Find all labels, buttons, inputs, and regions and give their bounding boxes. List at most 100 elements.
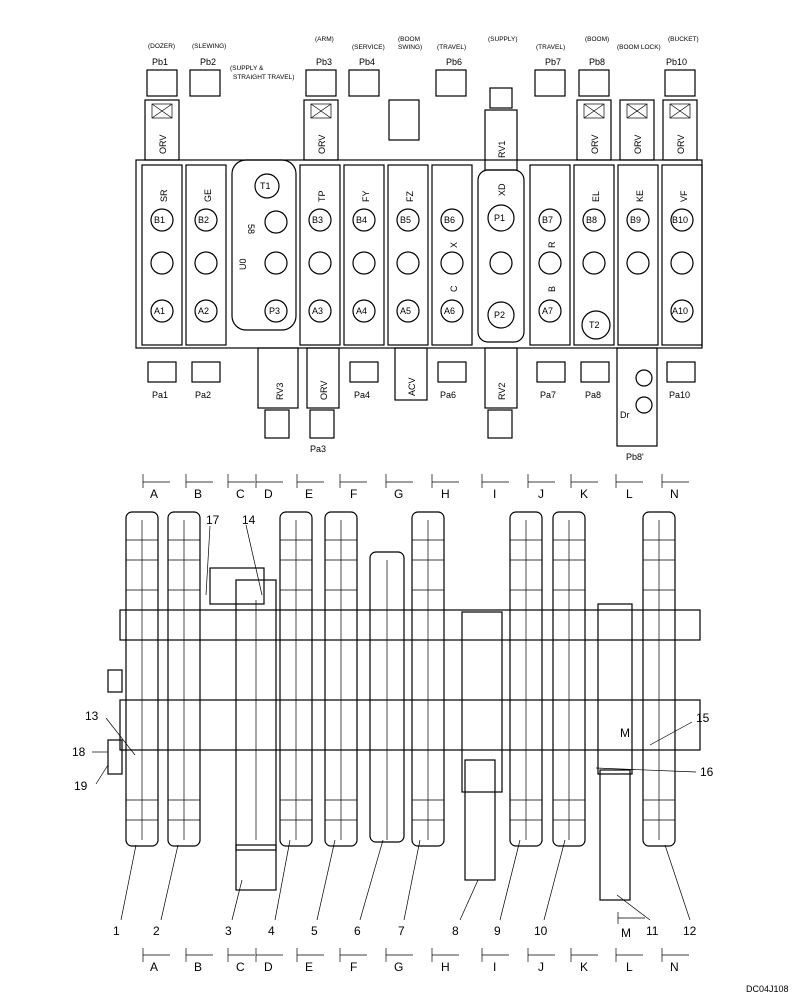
port-pb8: Pb8	[589, 57, 605, 67]
port-pb2: Pb2	[200, 57, 216, 67]
rv2-label: RV2	[497, 383, 507, 400]
section-j-bottom: J	[538, 960, 544, 974]
section-l-bottom: L	[626, 960, 633, 974]
section-c-bottom: C	[236, 960, 245, 974]
port-b10: B10	[672, 215, 688, 225]
orv-valves	[144, 99, 698, 171]
callout-1: 1	[113, 924, 120, 938]
section-e-top: E	[305, 487, 313, 501]
callout-3: 3	[225, 924, 232, 938]
diagram-code: DC04J108	[746, 984, 789, 994]
port-b7: B7	[542, 215, 553, 225]
section-f-top: F	[350, 487, 357, 501]
port-p3: P3	[269, 306, 280, 316]
spool-letter-vf: VF	[679, 190, 689, 202]
section-d-top: D	[264, 487, 273, 501]
section-i-top: I	[493, 487, 496, 501]
callout-19: 19	[74, 779, 88, 793]
text-58: 58	[246, 224, 256, 234]
callout-m-bottom: M	[621, 926, 631, 940]
label-boom: (BOOM)	[585, 36, 609, 43]
front-view	[107, 511, 701, 901]
callout-7: 7	[398, 924, 405, 938]
port-b2: B2	[198, 215, 209, 225]
port-pb6: Pb6	[446, 57, 462, 67]
section-n-bottom: N	[670, 960, 679, 974]
acv-label: ACV	[407, 377, 417, 396]
port-t1: T1	[260, 181, 271, 191]
port-pa3: Pa3	[310, 444, 326, 454]
port-b1: B1	[154, 215, 165, 225]
b-ports	[150, 208, 694, 232]
callout-13: 13	[85, 709, 99, 723]
port-p1-circle	[487, 204, 515, 232]
label-slewing: (SLEWING)	[192, 43, 226, 50]
port-a3: A3	[312, 306, 323, 316]
valve-body	[135, 159, 703, 349]
section-h-bottom: H	[441, 960, 450, 974]
label-boom-swing-2: SWING)	[398, 44, 422, 51]
callout-18: 18	[72, 745, 86, 759]
spool-letter-ge: GE	[203, 189, 213, 202]
section-k-top: K	[580, 487, 588, 501]
port-pa10: Pa10	[669, 390, 690, 400]
label-boom-lock: (BOOM LOCK)	[617, 44, 661, 51]
spool-caps	[146, 69, 696, 141]
orv-label-1: ORV	[158, 135, 168, 154]
section-b-bottom: B	[194, 960, 202, 974]
top-view: (DOZER) (SLEWING) (SUPPLY & STRAIGHT TRA…	[135, 36, 703, 462]
section-e-bottom: E	[305, 960, 313, 974]
section-markers-top: A B C D E F G H I J K L N	[142, 474, 689, 501]
spool-letter-xd: XD	[497, 183, 507, 196]
port-pb7: Pb7	[545, 57, 561, 67]
port-b3: B3	[312, 215, 323, 225]
label-supply-straight-1: (SUPPLY &	[230, 65, 264, 72]
callout-16: 16	[700, 765, 714, 779]
port-p2-circle	[487, 301, 515, 329]
port-pb4: Pb4	[359, 57, 375, 67]
port-t2-circle	[581, 310, 611, 340]
port-b4: B4	[356, 215, 367, 225]
section-c-top: C	[236, 487, 245, 501]
section-d-bottom: D	[264, 960, 273, 974]
spool-letter-fy: FY	[361, 190, 371, 202]
section-g-top: G	[394, 487, 403, 501]
section-k-bottom: K	[580, 960, 588, 974]
port-t2: T2	[589, 320, 600, 330]
label-arm: (ARM)	[315, 36, 334, 43]
callout-14: 14	[242, 513, 256, 527]
spool-letter-sr: SR	[159, 189, 169, 202]
port-pa1: Pa1	[152, 390, 168, 400]
port-pa7: Pa7	[540, 390, 556, 400]
callout-m-mid: M	[620, 726, 630, 740]
label-boom-swing-1: (BOOM	[398, 36, 420, 43]
section-b-top: B	[194, 487, 202, 501]
callout-4: 4	[268, 924, 275, 938]
spool-letter-el: EL	[591, 191, 601, 202]
port-pb10: Pb10	[666, 57, 687, 67]
label-bucket: (BUCKET)	[668, 36, 699, 43]
text-dr: Dr	[620, 410, 630, 420]
port-a5: A5	[400, 306, 411, 316]
port-a1: A1	[154, 306, 165, 316]
spool-letter-fz: FZ	[405, 191, 415, 202]
callout-12: 12	[683, 924, 697, 938]
port-pb1: Pb1	[152, 57, 168, 67]
callout-8: 8	[452, 924, 459, 938]
port-pa2: Pa2	[195, 390, 211, 400]
text-r: R	[547, 241, 557, 248]
section-n-top: N	[670, 487, 679, 501]
port-t1-circle	[254, 173, 280, 199]
section-markers-bottom: A B C D E F G H I J K L N	[142, 948, 689, 974]
rv3-label: RV3	[275, 383, 285, 400]
port-pb3: Pb3	[316, 57, 332, 67]
section-a-top: A	[150, 487, 158, 501]
port-a7: A7	[542, 306, 553, 316]
section-g-bottom: G	[394, 960, 403, 974]
port-pa8: Pa8	[585, 390, 601, 400]
label-supply-straight-2: STRAIGHT TRAVEL)	[233, 74, 294, 81]
label-supply: (SUPPLY)	[488, 36, 518, 43]
text-u0: U0	[238, 258, 248, 270]
section-a-bottom: A	[150, 960, 158, 974]
